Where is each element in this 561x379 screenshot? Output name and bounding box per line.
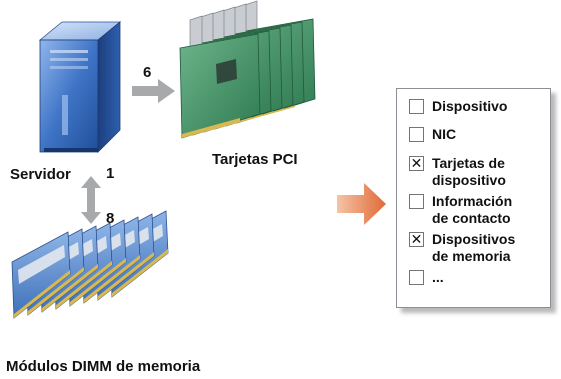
server-label: Servidor bbox=[10, 166, 71, 183]
checkbox-unchecked[interactable] bbox=[409, 127, 424, 142]
checklist-item[interactable]: ✕ Tarjetas de dispositivo bbox=[409, 155, 506, 189]
checkbox-checked[interactable]: ✕ bbox=[409, 155, 424, 171]
arrow-to-checklist bbox=[337, 183, 386, 225]
dimm-label: Módulos DIMM de memoria bbox=[6, 358, 201, 375]
server-count: 1 bbox=[106, 165, 115, 182]
checkbox-unchecked[interactable] bbox=[409, 194, 424, 209]
checklist-item-label: ... bbox=[432, 269, 444, 285]
checkbox-unchecked[interactable] bbox=[409, 270, 424, 285]
dimm-modules-icon bbox=[11, 210, 169, 319]
pci-card bbox=[179, 15, 261, 139]
checklist-item-label: NIC bbox=[432, 126, 457, 142]
checklist-item-label: Dispositivos de memoria bbox=[432, 231, 516, 264]
checklist-item[interactable]: ... bbox=[409, 269, 444, 286]
checkbox-unchecked[interactable] bbox=[409, 99, 424, 114]
checklist-item-label: Información de contacto bbox=[432, 193, 513, 226]
pci-label: Tarjetas PCI bbox=[212, 151, 298, 168]
dimm-count: 8 bbox=[106, 210, 115, 227]
arrow-to-pci bbox=[132, 79, 175, 103]
checklist-item[interactable]: Información de contacto bbox=[409, 193, 512, 227]
checklist-item-label: Tarjetas de dispositivo bbox=[432, 155, 506, 188]
checklist-item[interactable]: ✕ Dispositivos de memoria bbox=[409, 231, 515, 265]
pci-cards-icon bbox=[179, 0, 316, 139]
arrow-server-dimm bbox=[81, 176, 101, 224]
server-icon bbox=[38, 21, 122, 153]
pci-count: 6 bbox=[143, 64, 152, 81]
dimm-module bbox=[11, 231, 71, 319]
checklist-item-label: Dispositivo bbox=[432, 98, 508, 114]
checklist-item[interactable]: NIC bbox=[409, 126, 456, 143]
checklist-item[interactable]: Dispositivo bbox=[409, 98, 507, 115]
checkbox-checked[interactable]: ✕ bbox=[409, 231, 424, 247]
